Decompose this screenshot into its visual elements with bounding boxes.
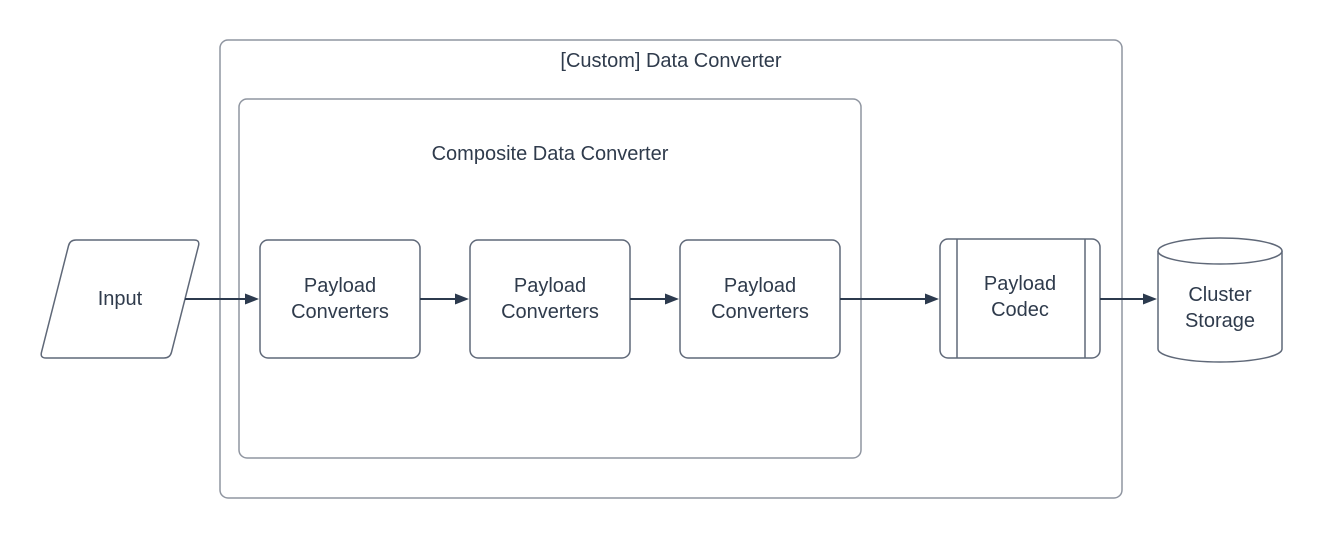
composite-data-converter-title: Composite Data Converter	[431, 143, 669, 165]
arrow-codec-to-storage	[1100, 293, 1157, 305]
cluster-storage-cylinder-top	[1157, 237, 1283, 265]
arrow-converters3-to-codec	[840, 293, 939, 305]
input-label: Input	[97, 288, 143, 310]
custom-data-converter-container-box	[219, 39, 1123, 499]
arrow-converters1-to-converters2	[420, 293, 469, 305]
payload-converters-label-1: Payload Converters	[291, 275, 389, 323]
arrow-input-to-converters1	[185, 293, 259, 305]
arrow-converters2-to-converters3	[630, 293, 679, 305]
payload-codec-label: Payload Codec	[983, 273, 1057, 321]
payload-converters-label-3: Payload Converters	[711, 275, 809, 323]
composite-data-converter-container-box	[238, 98, 862, 459]
custom-data-converter-title: [Custom] Data Converter	[560, 50, 782, 72]
cluster-storage-label: Cluster Storage	[1184, 284, 1256, 332]
payload-converters-label-2: Payload Converters	[501, 275, 599, 323]
cluster-storage-cylinder-body	[1157, 251, 1283, 363]
input-parallelogram	[40, 239, 200, 359]
